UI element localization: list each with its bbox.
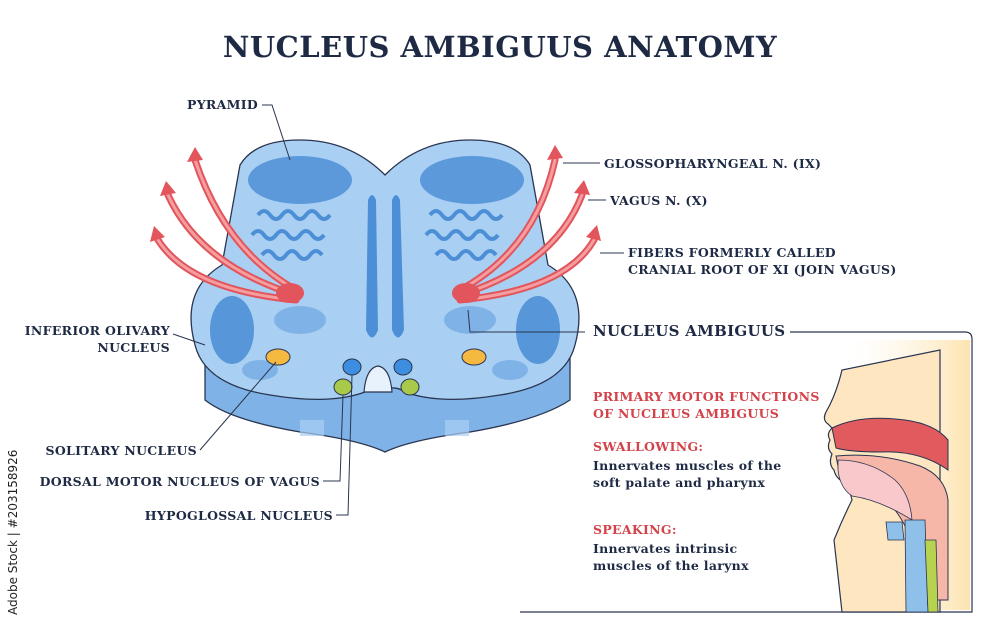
leader-lines [172, 104, 624, 516]
pyramid-label: PYRAMID [187, 97, 259, 112]
functions-heading-line2: OF NUCLEUS AMBIGUUS [593, 406, 780, 421]
hypoglossal-nucleus-left [342, 358, 362, 376]
head-profile-illustration [823, 349, 949, 613]
nerve-fibers-left [154, 156, 300, 304]
speaking-text-line2: muscles of the larynx [593, 558, 749, 573]
inferior-olivary-label-line1: INFERIOR OLIVARY [24, 323, 170, 338]
stock-id-watermark: Adobe Stock | #203158926 [4, 360, 24, 625]
glossopharyngeal-label: GLOSSOPHARYNGEAL N. (IX) [604, 156, 822, 171]
functions-heading-line1: PRIMARY MOTOR FUNCTIONS [593, 389, 820, 404]
speaking-title: SPEAKING: [593, 522, 677, 537]
speaking-text-line1: Innervates intrinsic [593, 541, 738, 556]
dorsal-motor-nucleus-right [400, 378, 420, 396]
nerve-fibers-right [456, 156, 598, 304]
nucleus-ambiguus-label: NUCLEUS AMBIGUUS [593, 322, 786, 340]
fibers-label-line2: CRANIAL ROOT OF XI (JOIN VAGUS) [628, 262, 897, 277]
solitary-nucleus-label: SOLITARY NUCLEUS [45, 443, 197, 458]
swallowing-title: SWALLOWING: [593, 439, 704, 454]
medulla-cross-section [190, 139, 580, 453]
functions-panel-frame [520, 331, 973, 613]
solitary-nucleus-left [265, 348, 291, 366]
hypoglossal-nucleus-label: HYPOGLOSSAL NUCLEUS [144, 508, 333, 523]
solitary-nucleus-right [461, 348, 487, 366]
dorsal-motor-nucleus-label: DORSAL MOTOR NUCLEUS OF VAGUS [39, 474, 320, 489]
swallowing-text-line1: Innervates muscles of the [593, 458, 782, 473]
swallowing-text-line2: soft palate and pharynx [593, 475, 766, 490]
hypoglossal-nucleus-right [393, 358, 413, 376]
fibers-label-line1: FIBERS FORMERLY CALLED [628, 245, 836, 260]
vagus-label: VAGUS N. (X) [610, 193, 708, 208]
dorsal-motor-nucleus-left [333, 378, 353, 396]
diagram-title: NUCLEUS AMBIGUUS ANATOMY [222, 30, 778, 64]
stock-id-text: Adobe Stock | #203158926 [6, 449, 20, 615]
inferior-olivary-label-line2: NUCLEUS [97, 340, 170, 355]
